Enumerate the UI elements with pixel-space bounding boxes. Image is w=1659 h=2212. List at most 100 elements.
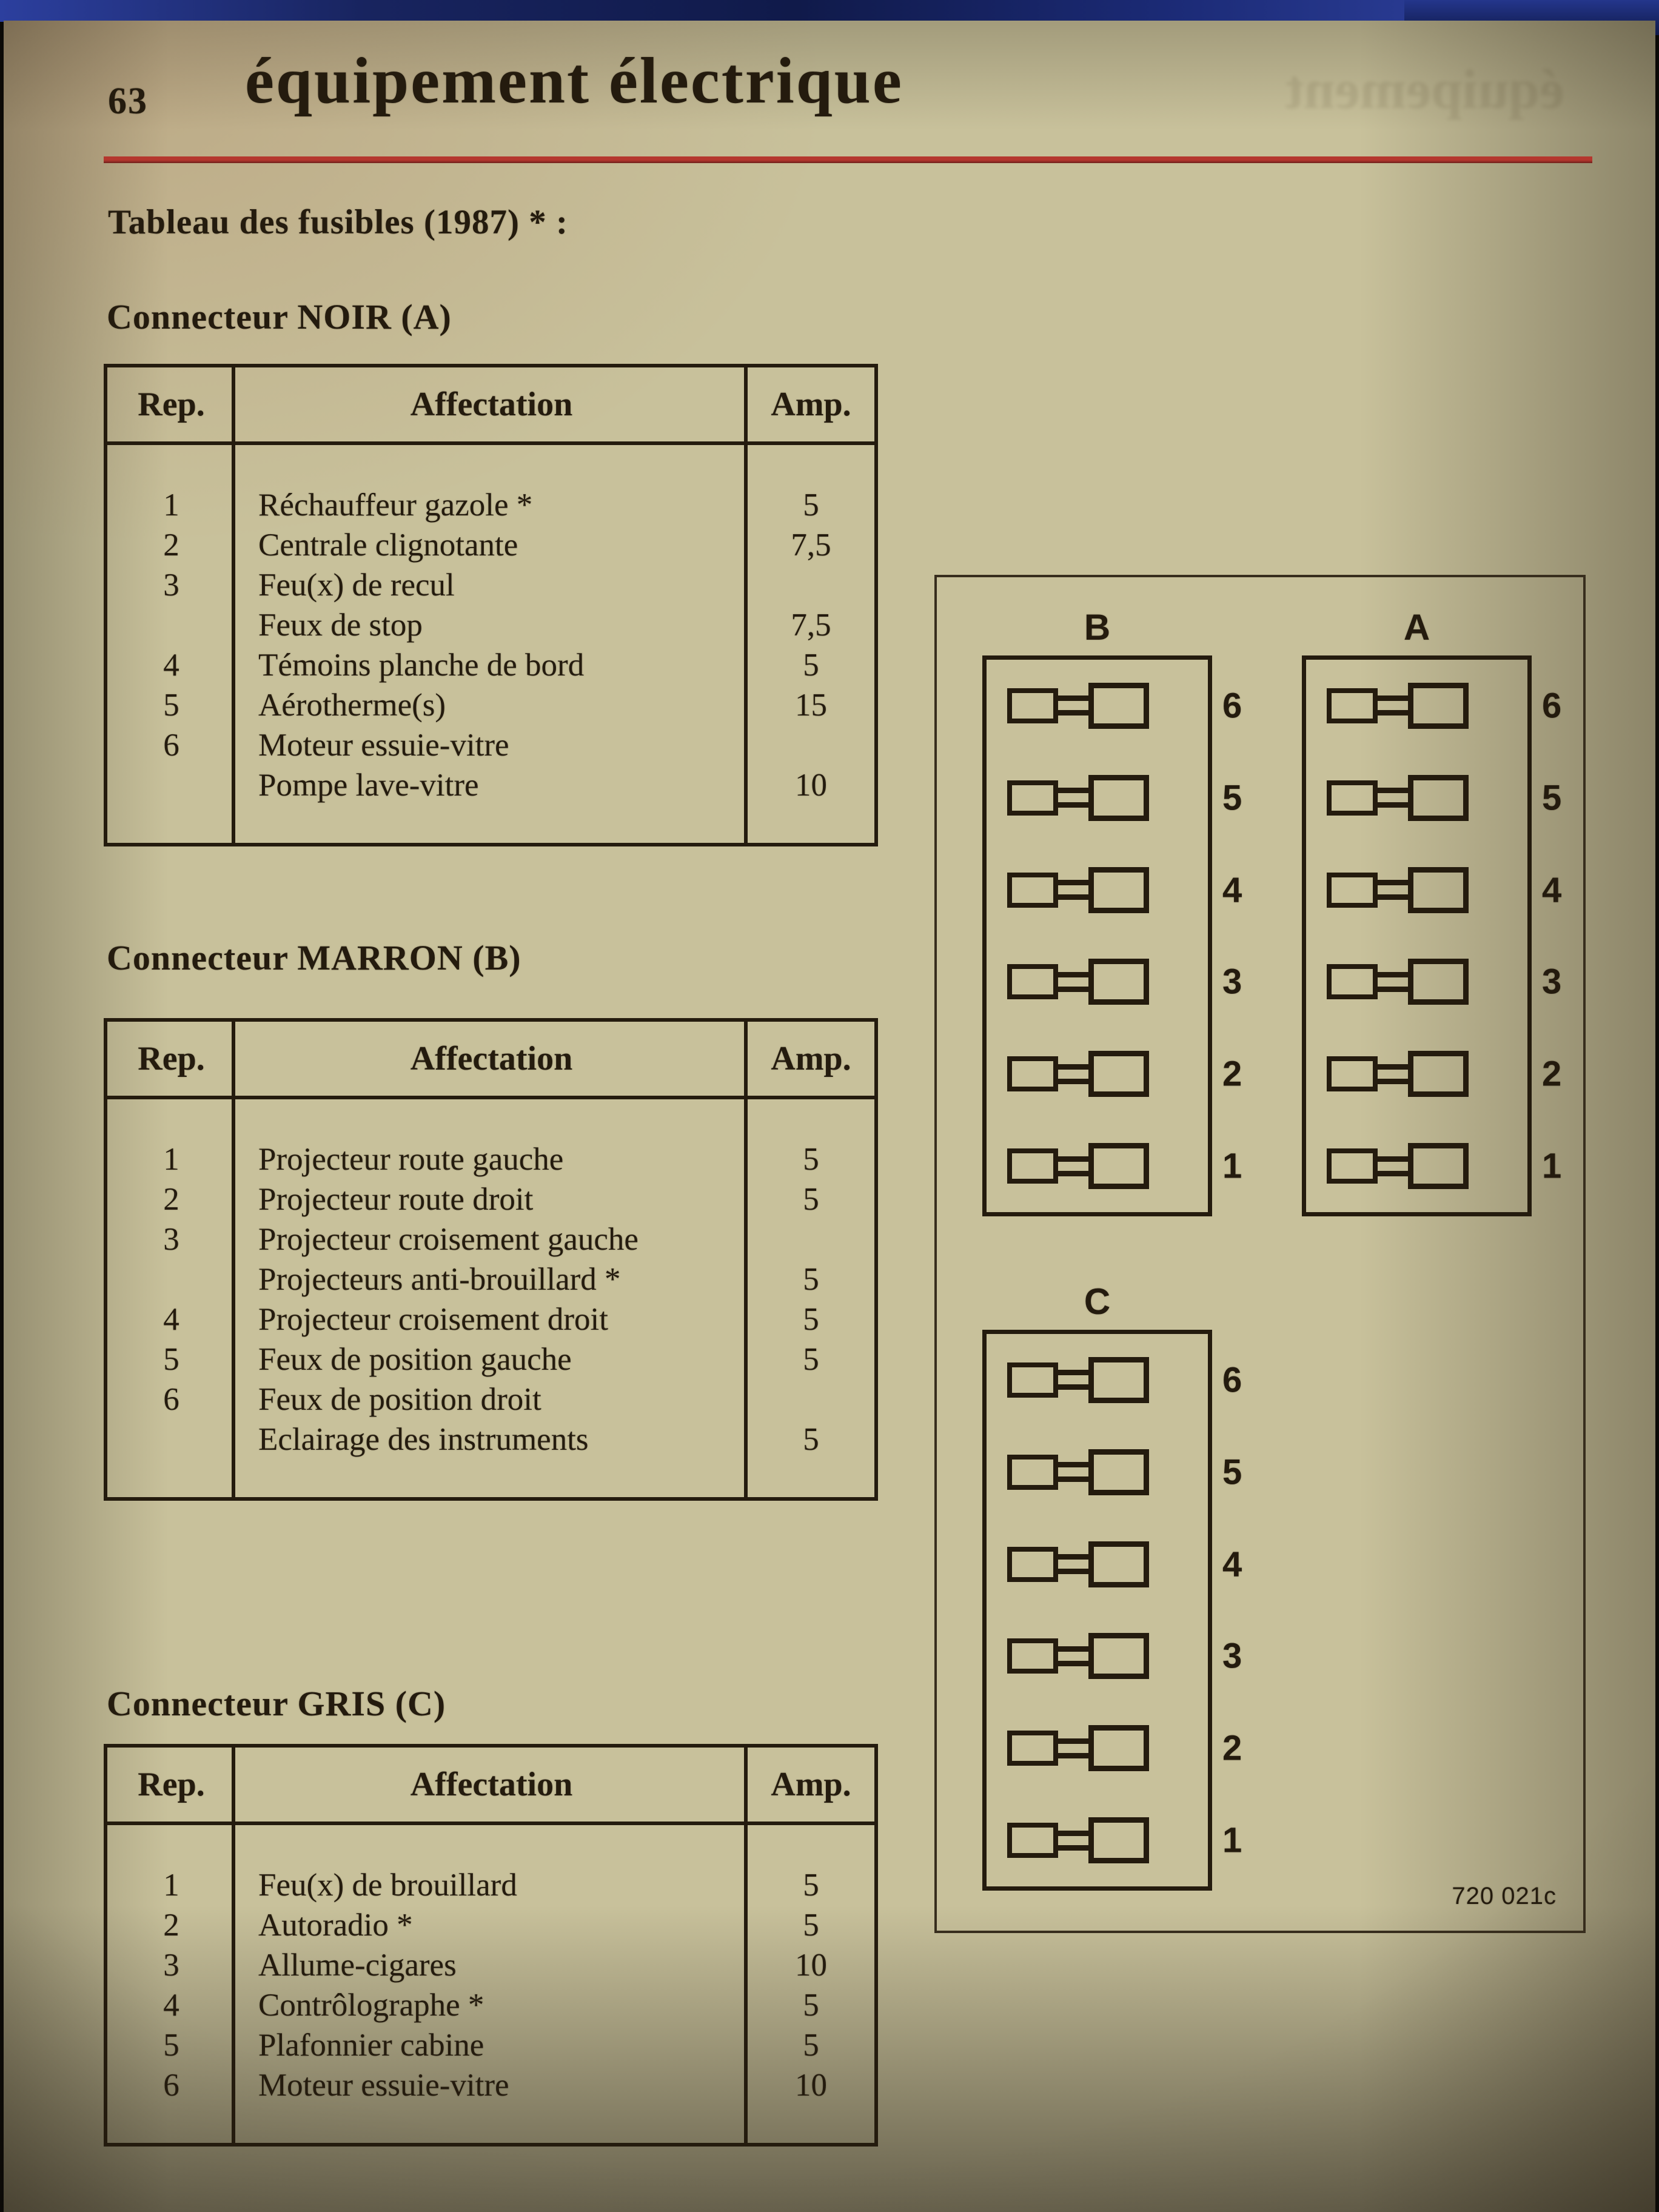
fuse-box-diagram-panel: B A C 6	[934, 575, 1586, 1933]
cell-affectation: Plafonnier cabine	[258, 2028, 484, 2063]
fuse-number: 1	[1542, 1146, 1562, 1186]
fuse-terminal-small	[1327, 688, 1378, 723]
fuse-link	[1058, 971, 1088, 992]
cell-rep: 6	[163, 2068, 179, 2103]
cell-rep: 2	[163, 1908, 179, 1943]
fuse-link	[1058, 880, 1088, 900]
fuse-icon	[1007, 1449, 1149, 1495]
cell-affectation: Projecteur croisement droit	[258, 1302, 608, 1337]
cell-amp: 10	[795, 1948, 827, 1983]
fuse-number: 3	[1542, 962, 1562, 1002]
fuse-number: 2	[1222, 1728, 1242, 1768]
cell-rep	[107, 605, 235, 645]
fuse-terminal-large	[1088, 1143, 1149, 1190]
col-header-amp: Amp.	[771, 1040, 851, 1078]
cell-affectation: Allume-cigares	[258, 1948, 457, 1983]
table-vertical-divider	[744, 367, 748, 843]
fuse-link	[1058, 1064, 1088, 1084]
fuse-terminal-small	[1007, 1362, 1058, 1398]
cell-affectation: Projecteurs anti-brouillard *	[258, 1262, 621, 1297]
fuse-number: 5	[1222, 1452, 1242, 1492]
fuse-link	[1378, 1064, 1408, 1084]
fuse-table-marron-b: Rep. Affectation Amp. 1 Projecteur route…	[104, 1018, 878, 1501]
fuse-icon	[1007, 1143, 1149, 1190]
fuse-icon	[1007, 1817, 1149, 1864]
fuse-terminal-large	[1088, 959, 1149, 1005]
fuse-icon	[1327, 682, 1469, 729]
fuse-icon	[1327, 959, 1469, 1005]
fuse-number: 5	[1542, 778, 1562, 818]
fuse-terminal-small	[1327, 1148, 1378, 1184]
col-header-rep: Rep.	[138, 386, 205, 423]
cell-rep: 3	[163, 1948, 179, 1983]
cell-affectation: Feu(x) de brouillard	[258, 1868, 517, 1903]
cell-rep: 4	[163, 648, 179, 683]
cell-amp: 5	[803, 1182, 819, 1217]
fuse-icon	[1327, 1051, 1469, 1098]
cell-rep: 1	[163, 1142, 179, 1177]
cell-amp	[748, 1379, 874, 1419]
fuse-terminal-large	[1088, 1633, 1149, 1680]
cell-affectation: Moteur essuie-vitre	[258, 728, 509, 763]
cell-affectation: Contrôlographe *	[258, 1988, 484, 2023]
cell-amp: 5	[803, 1262, 819, 1297]
fuse-terminal-small	[1007, 1056, 1058, 1092]
fuse-number: 4	[1542, 870, 1562, 910]
fuse-terminal-large	[1088, 1449, 1149, 1495]
connector-c-label: C	[1084, 1281, 1111, 1322]
fuse-link	[1058, 1738, 1088, 1758]
fuse-terminal-large	[1408, 866, 1469, 913]
fuse-terminal-small	[1007, 872, 1058, 908]
cell-amp: 7,5	[791, 528, 831, 563]
fuse-terminal-small	[1007, 1454, 1058, 1490]
fuse-icon	[1007, 682, 1149, 729]
table-body: 1 Réchauffeur gazole * 5 2 Centrale clig…	[107, 445, 874, 843]
fuse-link	[1058, 1370, 1088, 1390]
fuse-number: 1	[1222, 1820, 1242, 1860]
fuse-number: 5	[1222, 778, 1242, 818]
connector-b-diagram: 6 5 4	[982, 655, 1242, 1216]
fuse-number: 2	[1542, 1054, 1562, 1094]
fuse-icon	[1007, 1356, 1149, 1403]
fuse-link	[1058, 1646, 1088, 1666]
cell-affectation: Témoins planche de bord	[258, 648, 585, 683]
connector-a-diagram: 6 5 4	[1302, 655, 1561, 1216]
fuse-slot: 4	[1306, 844, 1561, 936]
fuse-terminal-large	[1088, 866, 1149, 913]
fuse-slot: 2	[987, 1702, 1242, 1794]
cell-affectation: Aérotherme(s)	[258, 688, 446, 723]
fuse-slot: 5	[987, 752, 1242, 844]
fuse-link	[1378, 695, 1408, 716]
fuse-icon	[1007, 1051, 1149, 1098]
cell-rep: 4	[163, 1988, 179, 2023]
table-vertical-divider	[744, 1748, 748, 2143]
connector-b-label: B	[1084, 607, 1111, 648]
scanner-edge-strip	[0, 0, 1659, 22]
fuse-link	[1058, 1554, 1088, 1575]
fuse-number: 6	[1542, 686, 1562, 726]
fuse-link	[1058, 1830, 1088, 1851]
cell-rep: 6	[163, 728, 179, 763]
fuse-number: 4	[1222, 870, 1242, 910]
cell-rep: 4	[163, 1302, 179, 1337]
fuse-slot: 1	[1306, 1120, 1561, 1212]
table-header-row: Rep. Affectation Amp.	[107, 367, 874, 445]
cell-amp: 5	[803, 1908, 819, 1943]
fuse-icon	[1327, 774, 1469, 821]
fuse-terminal-large	[1408, 1143, 1469, 1190]
fuse-link	[1378, 788, 1408, 808]
cell-affectation: Feux de position gauche	[258, 1342, 572, 1377]
fuse-number: 4	[1222, 1544, 1242, 1584]
cell-amp	[748, 1219, 874, 1259]
cell-amp: 5	[803, 1302, 819, 1337]
fuse-link	[1378, 1156, 1408, 1176]
fuse-icon	[1007, 774, 1149, 821]
fuse-link	[1058, 1156, 1088, 1176]
fuse-terminal-large	[1088, 1051, 1149, 1098]
fuse-icon	[1007, 866, 1149, 913]
cell-amp: 5	[803, 648, 819, 683]
fuse-icon	[1007, 1725, 1149, 1772]
cell-rep: 3	[163, 1222, 179, 1257]
col-header-amp: Amp.	[771, 1766, 851, 1803]
cell-affectation: Projecteur route gauche	[258, 1142, 564, 1177]
